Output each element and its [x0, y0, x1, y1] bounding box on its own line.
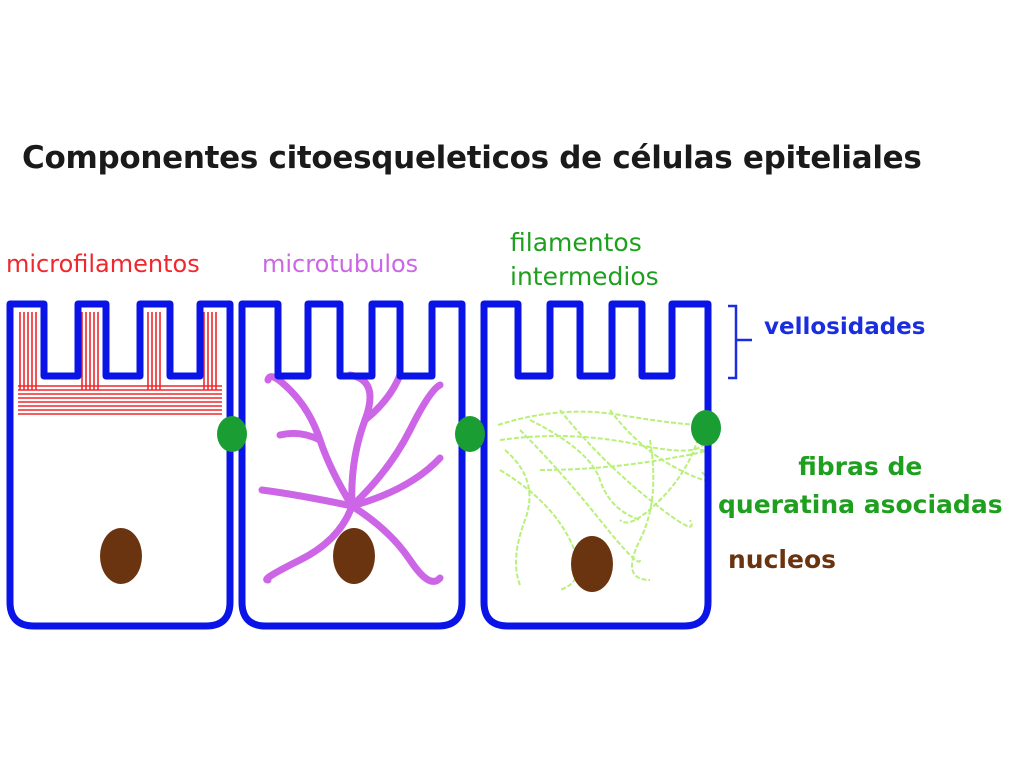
cell-3-outline	[480, 300, 712, 630]
diagram-title: Componentes citoesqueleticos de células …	[22, 140, 922, 176]
label-filamentos-intermedios: filamentos intermedios	[510, 226, 659, 294]
microfilament-bundles	[18, 312, 222, 415]
label-nucleos: nucleos	[728, 545, 836, 574]
cell-2-outline	[238, 300, 466, 630]
nucleus-3	[571, 536, 613, 592]
cell-outlines	[6, 300, 712, 630]
microtubules	[258, 371, 444, 585]
label-microfilamentos: microfilamentos	[6, 250, 200, 278]
intermediate-filaments	[497, 409, 708, 591]
vellosidades-bracket	[728, 304, 752, 380]
label-fibras-line2: queratina asociadas	[718, 490, 1003, 519]
label-filamentos-line1: filamentos	[510, 228, 642, 257]
label-intermedios-line2: intermedios	[510, 262, 659, 291]
nucleus-2	[333, 528, 375, 584]
junction-3	[691, 410, 721, 446]
nucleus-1	[100, 528, 142, 584]
label-vellosidades: vellosidades	[764, 314, 926, 340]
cell-1-outline	[6, 300, 234, 630]
label-microtubulos: microtubulos	[262, 250, 419, 278]
nuclei	[100, 528, 613, 592]
junction-2	[455, 416, 485, 452]
label-fibras-queratina: fibras de queratina asociadas	[718, 448, 1003, 524]
label-fibras-line1: fibras de	[798, 452, 923, 481]
junctions	[217, 410, 721, 452]
junction-1	[217, 416, 247, 452]
